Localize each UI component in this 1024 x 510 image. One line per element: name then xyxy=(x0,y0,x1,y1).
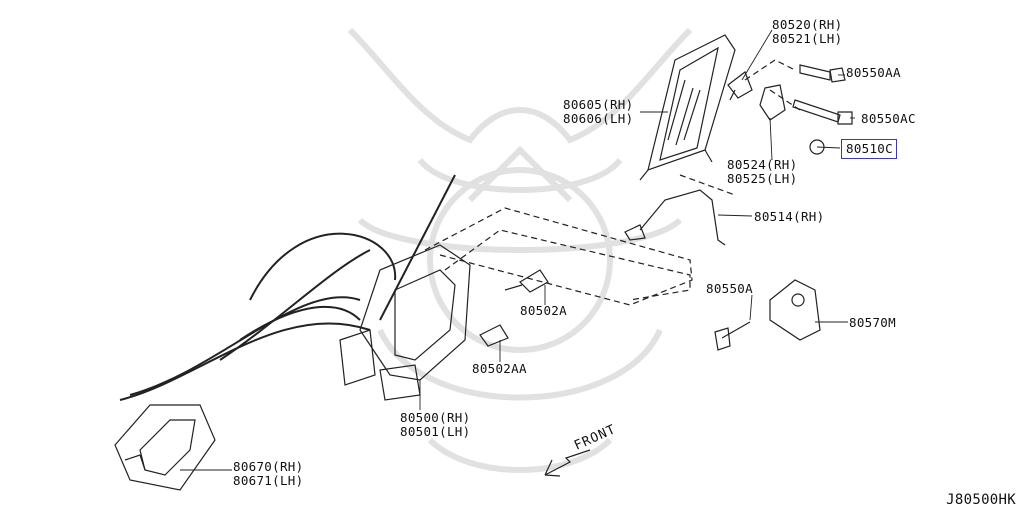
label-80502aa: 80502AA xyxy=(472,361,527,376)
label-80550ac: 80550AC xyxy=(861,111,916,126)
label-80605: 80605(RH)80606(LH) xyxy=(563,97,634,126)
label-80500: 80500(RH)80501(LH) xyxy=(400,410,471,439)
leader-lines xyxy=(180,29,855,471)
diagram-code: J80500HK xyxy=(946,492,1016,508)
bolt-80550aa xyxy=(799,64,846,83)
label-80514: 80514(RH) xyxy=(754,209,825,224)
screw-80502a xyxy=(504,269,549,293)
dashed-outline-lower xyxy=(444,229,691,301)
watermark-emblem xyxy=(347,27,693,473)
label-80502a: 80502A xyxy=(520,303,567,318)
control-cables xyxy=(119,174,456,401)
striker-80570m xyxy=(769,279,821,341)
front-arrow-icon xyxy=(544,449,591,477)
dashed-link-window xyxy=(679,59,801,196)
label-80550a: 80550A xyxy=(706,281,753,296)
rod-80514 xyxy=(639,189,726,246)
bolt-80550ac xyxy=(792,99,853,125)
label-80570m: 80570M xyxy=(849,315,896,330)
bracket-80520 xyxy=(727,71,753,101)
label-80520: 80520(RH)80521(LH) xyxy=(772,17,843,46)
striker-80524 xyxy=(759,84,786,121)
dashed-outline-upper xyxy=(424,207,693,306)
screw-80550a xyxy=(714,321,751,351)
label-80670: 80670(RH)80671(LH) xyxy=(233,459,304,488)
label-80524: 80524(RH)80525(LH) xyxy=(727,157,798,186)
outside-handle xyxy=(114,404,216,491)
door-lock-actuator xyxy=(339,244,471,401)
label-80510c-highlighted: 80510C xyxy=(841,139,897,159)
bolt-80502aa xyxy=(479,324,509,347)
label-80550aa: 80550AA xyxy=(846,65,901,80)
inside-handle-assembly xyxy=(639,34,736,181)
